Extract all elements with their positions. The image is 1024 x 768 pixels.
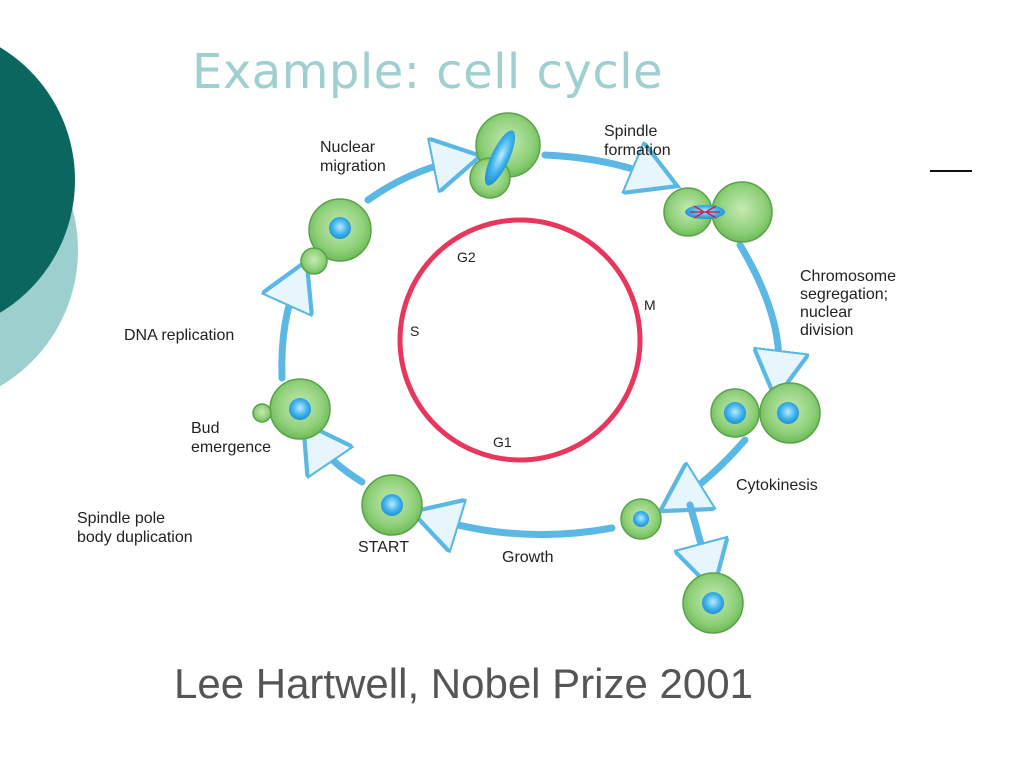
cell-cytokinesis-small: [620, 498, 662, 540]
label-cytokinesis: Cytokinesis: [736, 477, 818, 494]
slide-title: Example: cell cycle: [192, 44, 664, 100]
label-start: START: [358, 539, 409, 556]
cell-chromosome-segregation: [710, 382, 821, 444]
label-nuclear-migration: Nuclear migration: [320, 139, 386, 175]
label-chromosome-segregation: Chromosome segregation; nuclear division: [800, 268, 900, 339]
cell-nuclear-migration: [469, 112, 541, 199]
cell-bud-emergence: [252, 378, 331, 440]
arrow-nuclear-migration: [364, 160, 460, 204]
arrow-cytokinesis-daughter: [690, 501, 708, 570]
arrow-chromosome-segregation: [736, 241, 779, 378]
cycle-arrows: [282, 155, 779, 570]
cell-spindle-formation: [663, 181, 773, 243]
cell-cytokinesis-daughter: [682, 572, 744, 634]
arrow-growth: [432, 518, 616, 535]
cell-start: [361, 474, 423, 536]
phase-g2-label: G2: [457, 249, 476, 265]
arrow-cytokinesis: [678, 436, 749, 500]
arrow-bud-emergence: [315, 440, 366, 486]
inner-cycle-ring: [397, 217, 643, 463]
label-spindle-formation: Spindle formation: [604, 123, 671, 159]
label-bud-emergence: Bud emergence: [191, 420, 271, 456]
deco-circle-dark: [0, 47, 75, 313]
phase-g1-label: G1: [493, 434, 512, 450]
phase-m-label: M: [644, 297, 656, 313]
arrow-spindle-formation: [541, 155, 658, 178]
label-growth: Growth: [502, 549, 554, 566]
deco-line: [930, 170, 972, 172]
arrow-dna-replication: [282, 280, 298, 382]
phase-s-label: S: [410, 323, 419, 339]
label-spindle-pole: Spindle pole body duplication: [77, 510, 193, 546]
label-dna-replication: DNA replication: [124, 327, 234, 344]
slide-caption: Lee Hartwell, Nobel Prize 2001: [174, 660, 753, 707]
cell-dna-replication: [300, 198, 372, 275]
